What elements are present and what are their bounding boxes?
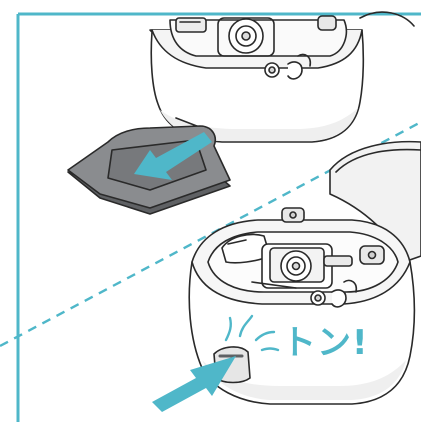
case-top	[150, 12, 414, 142]
sound-effect-label: トン!	[282, 326, 369, 360]
